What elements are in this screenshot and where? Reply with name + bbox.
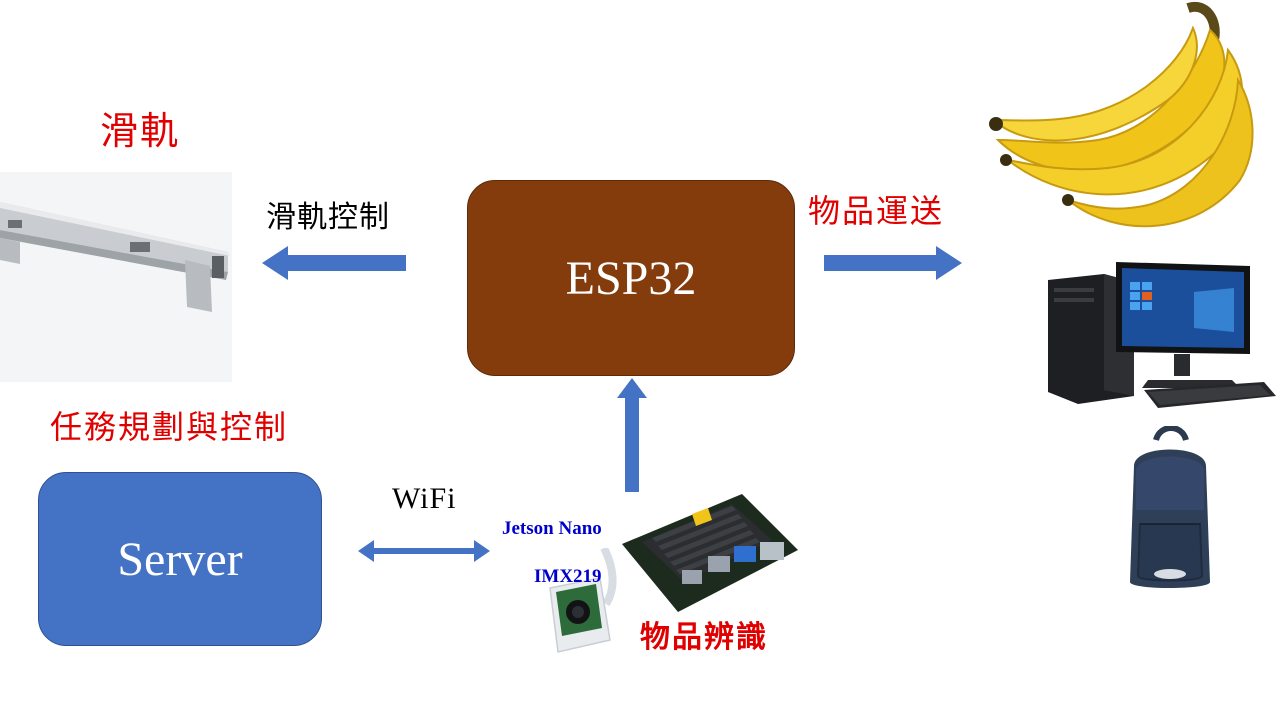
item-recognition-label: 物品辨識	[640, 620, 768, 655]
task-planning-label: 任務規劃與控制	[50, 408, 289, 446]
esp32-node: ESP32	[467, 180, 795, 376]
server-node: Server	[38, 472, 322, 646]
desktop-computer-image	[1044, 262, 1280, 414]
rail-control-label: 滑軌控制	[266, 200, 390, 235]
esp32-label: ESP32	[565, 251, 697, 305]
arrow-to-rail	[262, 246, 408, 280]
item-transport-label: 物品運送	[808, 192, 945, 230]
server-label: Server	[117, 532, 243, 586]
imx219-label: IMX219	[534, 566, 602, 587]
wifi-label: WiFi	[392, 482, 457, 515]
slide-rail-image	[0, 172, 232, 382]
banana-image	[978, 0, 1258, 244]
backpack-image	[1118, 426, 1222, 594]
jetson-nano-label: Jetson Nano	[502, 518, 602, 539]
rail-title: 滑軌	[100, 109, 181, 153]
camera-module-image	[544, 548, 622, 658]
arrow-to-esp32	[617, 378, 647, 492]
wifi-double-arrow	[358, 538, 490, 564]
arrow-to-items	[824, 246, 964, 280]
jetson-nano-board-image	[612, 484, 798, 624]
